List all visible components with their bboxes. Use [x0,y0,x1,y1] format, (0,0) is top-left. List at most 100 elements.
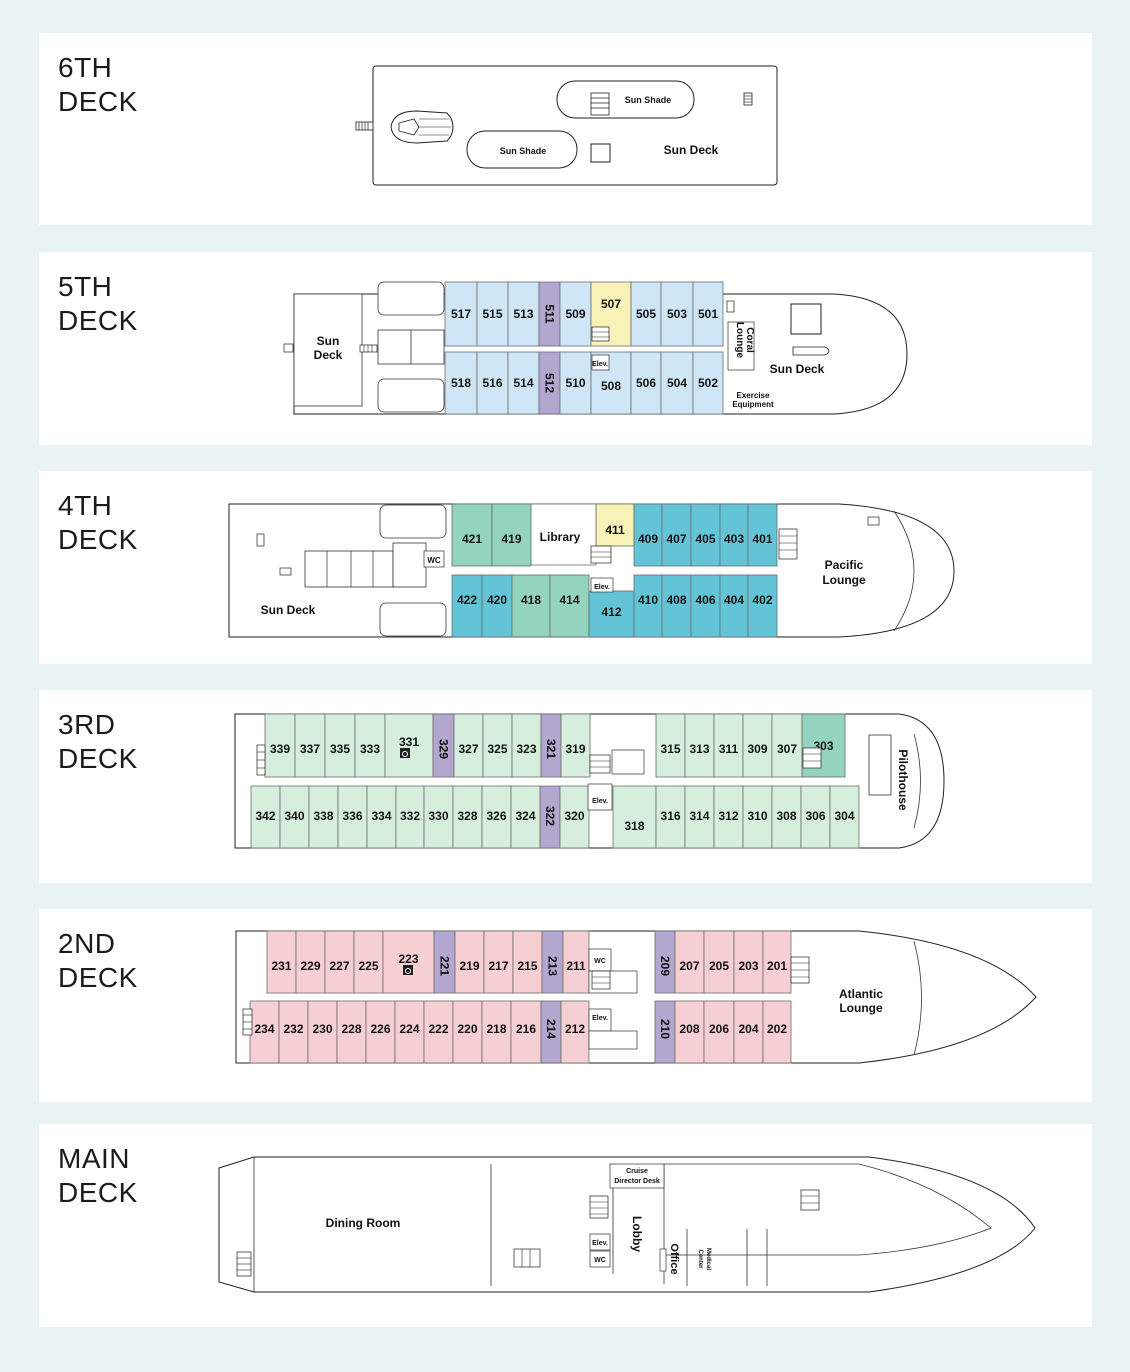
cabin-316[interactable] [655,785,686,849]
cabin-309[interactable] [742,713,773,778]
cabin-number: 506 [636,376,656,390]
cabin-215[interactable] [512,930,543,994]
cabin-505[interactable] [630,281,662,347]
cabin-number: 422 [457,593,477,607]
cabin-337[interactable] [294,713,326,778]
cabin-324[interactable] [510,785,541,849]
cabin-304[interactable] [829,785,860,849]
cabin-408[interactable] [661,574,692,638]
cabin-number: 509 [565,307,585,321]
cabin-517[interactable] [444,281,478,347]
cabin-208[interactable] [674,1000,705,1064]
cabin-203[interactable] [733,930,764,994]
stairs-icon [589,1195,609,1219]
cabin-319[interactable] [560,713,591,778]
cabin-224[interactable] [394,1000,425,1064]
cabin-number: 411 [605,523,625,537]
cabin-325[interactable] [482,713,513,778]
cabin-number: 226 [370,1022,390,1036]
cabin-212[interactable] [560,1000,590,1064]
cabin-number: 313 [689,742,709,756]
cabin-202[interactable] [762,1000,792,1064]
cabin-513[interactable] [507,281,540,347]
cabin-404[interactable] [719,574,749,638]
cabin-220[interactable] [452,1000,483,1064]
cabin-409[interactable] [633,503,663,567]
cabin-516[interactable] [476,351,509,415]
cabin-330[interactable] [423,785,454,849]
cabin-334[interactable] [366,785,397,849]
cabin-327[interactable] [453,713,484,778]
cabin-323[interactable] [511,713,542,778]
cabin-406[interactable] [690,574,721,638]
cabin-308[interactable] [771,785,802,849]
cabin-333[interactable] [354,713,386,778]
cabin-510[interactable] [559,351,592,415]
cabin-218[interactable] [481,1000,512,1064]
cabin-number: 409 [638,532,658,546]
cabin-331[interactable] [384,713,434,778]
cabin-342[interactable] [250,785,281,849]
cabin-401[interactable] [747,503,778,567]
cabin-207[interactable] [674,930,705,994]
cabin-217[interactable] [483,930,514,994]
cabin-504[interactable] [660,351,694,415]
cabin-421[interactable] [451,503,493,567]
cabin-306[interactable] [800,785,831,849]
cabin-509[interactable] [559,281,592,347]
cabin-229[interactable] [295,930,326,994]
cabin-318[interactable] [612,785,657,849]
cabin-320[interactable] [559,785,590,849]
cabin-518[interactable] [444,351,478,415]
cabin-234[interactable] [249,1000,280,1064]
cabin-410[interactable] [633,574,663,638]
cabin-326[interactable] [481,785,512,849]
cabin-340[interactable] [279,785,310,849]
cabin-230[interactable] [307,1000,338,1064]
cabin-313[interactable] [684,713,715,778]
cabin-204[interactable] [733,1000,764,1064]
cabin-number: 501 [698,307,718,321]
cabin-419[interactable] [491,503,532,567]
cabin-223[interactable] [382,930,435,994]
medical-center-label: MedicalCenter [697,1248,711,1270]
cabin-402[interactable] [747,574,778,638]
cabin-502[interactable] [692,351,724,415]
cabin-314[interactable] [684,785,715,849]
cabin-205[interactable] [703,930,735,994]
cabin-206[interactable] [703,1000,735,1064]
cabin-226[interactable] [365,1000,396,1064]
cabin-number: 510 [565,376,585,390]
cabin-number: 312 [718,809,738,823]
sun-shade-upper-label: Sun Shade [625,95,672,105]
cabin-332[interactable] [395,785,425,849]
cabin-414[interactable] [549,574,590,638]
cabin-418[interactable] [511,574,551,638]
ladder-icon [256,533,265,547]
cabin-405[interactable] [690,503,721,567]
cabin-211[interactable] [562,930,590,994]
cabin-number: 232 [283,1022,303,1036]
deck-6-panel: 6TH DECK Sun Shade Sun Shade Sun Deck [39,33,1092,225]
cabin-515[interactable] [476,281,509,347]
cabin-number: 504 [667,376,687,390]
cabin-501[interactable] [692,281,724,347]
cabin-311[interactable] [713,713,744,778]
cabin-number: 322 [543,806,557,826]
cabin-number: 336 [342,809,362,823]
cabin-514[interactable] [507,351,540,415]
cabin-312[interactable] [713,785,744,849]
cabin-number: 512 [543,373,557,393]
cabin-number: 228 [341,1022,361,1036]
cabin-225[interactable] [353,930,384,994]
cabin-222[interactable] [423,1000,454,1064]
cabin-506[interactable] [630,351,662,415]
cabin-201[interactable] [762,930,792,994]
cabin-228[interactable] [336,1000,367,1064]
cabin-number: 405 [695,532,715,546]
elevator-label: Elev. [592,1240,608,1247]
cabin-335[interactable] [324,713,356,778]
stairs-icon [589,754,611,774]
elevator-label: Elev. [592,361,608,368]
